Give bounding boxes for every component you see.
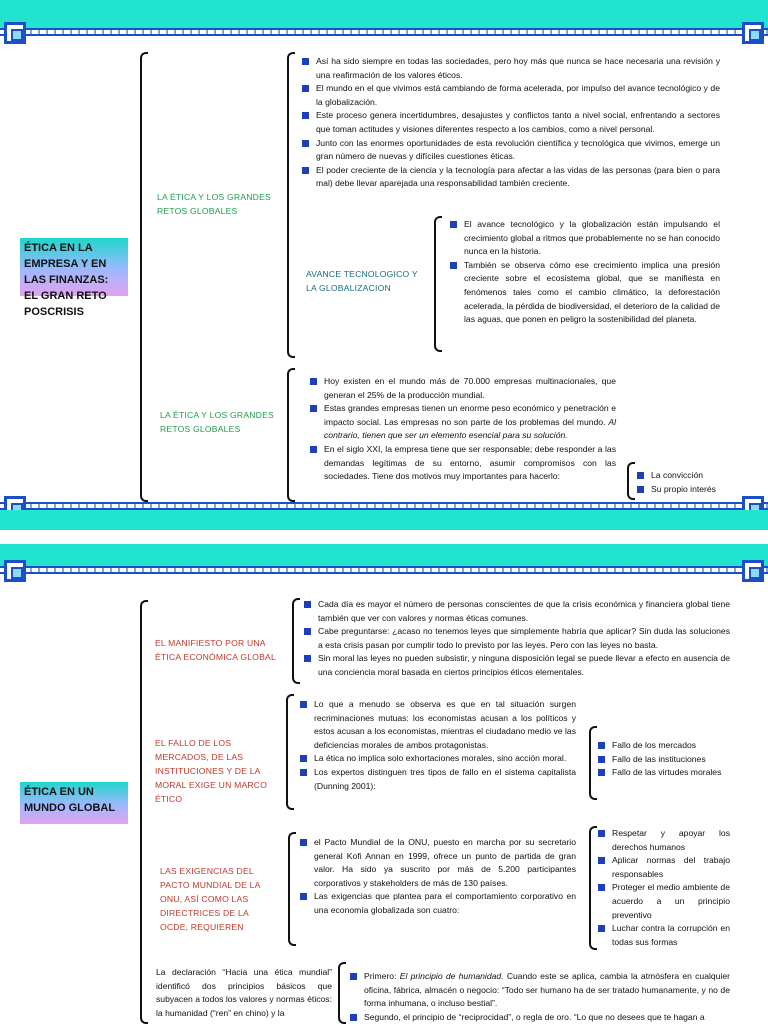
- list-item: La convicción: [635, 469, 745, 483]
- branch2-label: LA ÉTICA Y LOS GRANDES RETOS GLOBALES: [160, 410, 274, 434]
- b2-brace: [286, 694, 294, 810]
- list-item: Este proceso genera incertidumbres, desa…: [300, 109, 720, 136]
- list-item: El avance tecnológico y la globalización…: [448, 218, 720, 259]
- exigencias-brace: [589, 826, 597, 950]
- decorative-rail: [0, 28, 768, 36]
- decorative-rail: [0, 502, 768, 510]
- list-item-text: Cuando este se aplica, cambia la atmósfe…: [364, 971, 731, 1009]
- list-item: Respetar y apoyar los derechos humanos: [596, 827, 730, 854]
- list-item: Sin moral las leyes no pueden subsistir,…: [302, 652, 730, 679]
- branch1-list: Así ha sido siempre en todas las socieda…: [300, 55, 720, 191]
- list-item-italic: Al contrario, tienen que ser un elemento…: [324, 416, 616, 441]
- branch1-brace: [287, 52, 295, 358]
- list-item: Su propio interés: [635, 483, 745, 497]
- corner-ornament-icon: [4, 22, 26, 44]
- list-item: Proteger el medio ambiente de acuerdo a …: [596, 881, 730, 922]
- b2-label: EL FALLO DE LOS MERCADOS, DE LAS INSTITU…: [155, 738, 268, 804]
- top-band: [0, 544, 768, 566]
- b3-list: el Pacto Mundial de la ONU, puesto en ma…: [298, 836, 576, 918]
- corner-ornament-icon: [4, 560, 26, 582]
- list-item: En el siglo XXI, la empresa tiene que se…: [308, 443, 616, 484]
- list-item: Cada día es mayor el número de personas …: [302, 598, 730, 625]
- top-band: [0, 0, 768, 28]
- list-item: Fallo de los mercados: [596, 739, 730, 753]
- motives-list: La convicción Su propio interés: [635, 469, 745, 496]
- list-item: Así ha sido siempre en todas las socieda…: [300, 55, 720, 82]
- list-item: Hoy existen en el mundo más de 70.000 em…: [308, 375, 616, 402]
- corner-ornament-icon: [742, 22, 764, 44]
- b4-brace: [338, 962, 346, 1024]
- branch2-brace: [287, 368, 295, 502]
- fallos-brace: [589, 726, 597, 800]
- list-item: El poder creciente de la ciencia y la te…: [300, 164, 720, 191]
- b1-brace: [292, 598, 300, 684]
- list-item: El mundo en el que vivimos está cambiand…: [300, 82, 720, 109]
- b1-label: EL MANIFIESTO POR UNA ÉTICA ECONÓMICA GL…: [155, 638, 276, 662]
- list-item-text: Estas grandes empresas tienen un enorme …: [324, 403, 616, 427]
- list-item: También se observa cómo ese crecimiento …: [448, 259, 720, 327]
- list-item: Lo que a menudo se observa es que en tal…: [298, 698, 576, 752]
- list-item: Las exigencias que plantea para el compo…: [298, 890, 576, 917]
- list-item-italic: El principio de humanidad.: [399, 971, 504, 981]
- list-item: Fallo de las virtudes morales: [596, 766, 730, 780]
- list-item: Estas grandes empresas tienen un enorme …: [308, 402, 616, 443]
- corner-ornament-icon: [742, 560, 764, 582]
- sub-brace: [434, 216, 442, 352]
- exigencias-list: Respetar y apoyar los derechos humanos A…: [596, 827, 730, 949]
- list-item: Segundo, el principio de “reciprocidad”,…: [348, 1011, 730, 1024]
- page1-main-brace: [140, 52, 148, 502]
- list-item: Los expertos distinguen tres tipos de fa…: [298, 766, 576, 793]
- b3-label: LAS EXIGENCIAS DEL PACTO MUNDIAL DE LA O…: [160, 866, 261, 932]
- motives-brace: [627, 462, 635, 500]
- list-item: La ética no implica solo exhortaciones m…: [298, 752, 576, 766]
- page2-main-brace: [140, 600, 148, 1024]
- decorative-rail: [0, 566, 768, 574]
- sub-label: AVANCE TECNOLOGICO Y LA GLOBALIZACION: [306, 269, 418, 293]
- branch2-list: Hoy existen en el mundo más de 70.000 em…: [308, 375, 616, 484]
- list-item: Primero: El principio de humanidad. Cuan…: [348, 970, 730, 1011]
- list-item: el Pacto Mundial de la ONU, puesto en ma…: [298, 836, 576, 890]
- list-item: Junto con las enormes oportunidades de e…: [300, 137, 720, 164]
- sub-list: El avance tecnológico y la globalización…: [448, 218, 720, 327]
- b3-brace: [288, 832, 296, 946]
- branch1-label: LA ÉTICA Y LOS GRANDES RETOS GLOBALES: [157, 192, 271, 216]
- b4-list: Primero: El principio de humanidad. Cuan…: [348, 970, 730, 1024]
- bottom-band: [0, 510, 768, 530]
- fallos-list: Fallo de los mercados Fallo de las insti…: [596, 739, 730, 780]
- list-item: Aplicar normas del trabajo responsables: [596, 854, 730, 881]
- list-item: Luchar contra la corrupción en todas sus…: [596, 922, 730, 949]
- b2-list: Lo que a menudo se observa es que en tal…: [298, 698, 576, 793]
- list-item: Cabe preguntarse: ¿acaso no tenemos leye…: [302, 625, 730, 652]
- page2-title: ÉTICA EN UN MUNDO GLOBAL: [20, 782, 128, 824]
- list-item: Fallo de las instituciones: [596, 753, 730, 767]
- page1-title: ÉTICA EN LA EMPRESA Y EN LAS FINANZAS: E…: [20, 238, 128, 318]
- b4-text: La declaración “Hacia una ética mundial”…: [156, 967, 332, 1018]
- list-item-lead: Primero:: [364, 971, 397, 981]
- b1-list: Cada día es mayor el número de personas …: [302, 598, 730, 680]
